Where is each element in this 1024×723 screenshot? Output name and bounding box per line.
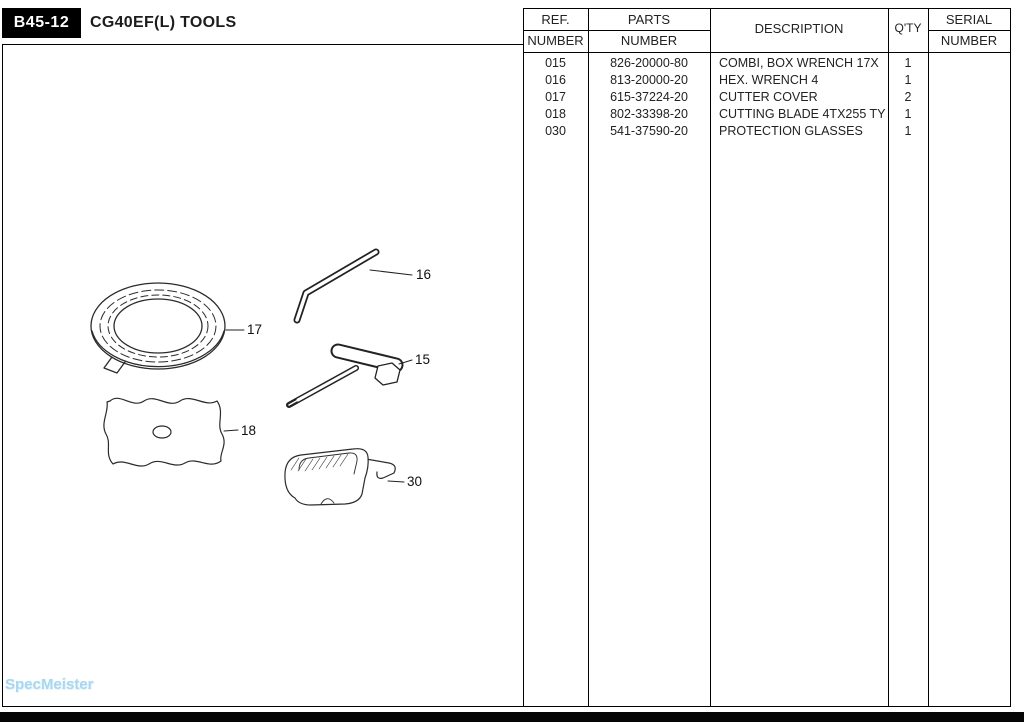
ref-cell: 030 — [545, 123, 566, 138]
page-code: B45-12 — [13, 14, 70, 31]
part-number-cell: 541-37590-20 — [610, 123, 688, 138]
description-cell: COMBI, BOX WRENCH 17X — [719, 55, 879, 70]
table-row: 017 615-37224-20 CUTTER COVER 2 — [523, 88, 1010, 105]
description-cell: PROTECTION GLASSES — [719, 123, 863, 138]
table-row: 018 802-33398-20 CUTTING BLADE 4TX255 TY… — [523, 105, 1010, 122]
table-row: 016 813-20000-20 HEX. WRENCH 4 1 — [523, 71, 1010, 88]
tools-diagram — [90, 248, 413, 506]
serial-header-line2: NUMBER — [940, 33, 998, 48]
protection-glasses-drawing — [284, 448, 396, 506]
description-cell: CUTTING BLADE 4TX255 TY — [719, 106, 886, 121]
callout-label-protection-glasses: 30 — [407, 474, 423, 489]
column-divider-qty-serial — [928, 8, 929, 707]
table-left-border — [523, 8, 524, 707]
ref-cell: 017 — [545, 89, 566, 104]
ref-cell: 018 — [545, 106, 566, 121]
qty-cell: 1 — [904, 106, 912, 121]
column-divider-parts-description — [710, 8, 711, 707]
column-divider-description-qty — [888, 8, 889, 707]
callout-label-hex-wrench: 16 — [416, 267, 432, 282]
ref-header-line1: REF. — [541, 12, 570, 27]
table-row: 030 541-37590-20 PROTECTION GLASSES 1 — [523, 122, 1010, 139]
page-code-box: B45-12 — [2, 8, 81, 38]
page-bottom-border — [2, 706, 1011, 707]
footer-bar — [0, 712, 1024, 722]
qty-cell: 1 — [904, 55, 912, 70]
socket-wrench-drawing — [286, 343, 404, 408]
description-cell: CUTTER COVER — [719, 89, 818, 104]
callout-label-cutting-blade: 18 — [241, 423, 257, 438]
ref-cell: 016 — [545, 72, 566, 87]
description-header: DESCRIPTION — [754, 21, 844, 36]
column-divider-ref-parts — [588, 8, 589, 707]
qty-cell: 1 — [904, 72, 912, 87]
part-number-cell: 813-20000-20 — [610, 72, 688, 87]
ref-cell: 015 — [545, 55, 566, 70]
qty-cell: 1 — [904, 123, 912, 138]
qty-cell: 2 — [904, 89, 912, 104]
page-title: CG40EF(L) TOOLS — [90, 14, 237, 31]
callout-label-socket-wrench: 15 — [415, 352, 431, 367]
parts-header-line2: NUMBER — [620, 33, 678, 48]
ref-header-line2: NUMBER — [527, 33, 584, 48]
header-bottom-rule — [523, 52, 1011, 53]
table-top-border — [523, 8, 1011, 9]
page-left-border — [2, 44, 3, 707]
description-cell: HEX. WRENCH 4 — [719, 72, 819, 87]
hex-wrench-drawing — [293, 248, 380, 324]
callout-label-cutter-cover: 17 — [247, 322, 263, 337]
table-row: 015 826-20000-80 COMBI, BOX WRENCH 17X 1 — [523, 54, 1010, 71]
part-number-cell: 826-20000-80 — [610, 55, 688, 70]
title-underline — [2, 44, 523, 45]
watermark: SpecMeister — [5, 676, 94, 693]
cutter-cover-drawing — [90, 282, 226, 374]
cutting-blade-drawing — [103, 397, 225, 467]
parts-table-body: 015 826-20000-80 COMBI, BOX WRENCH 17X 1… — [523, 54, 1010, 139]
parts-header-line1: PARTS — [627, 12, 671, 27]
qty-header: Q'TY — [894, 21, 922, 35]
serial-header-line1: SERIAL — [945, 12, 993, 27]
part-number-cell: 802-33398-20 — [610, 106, 688, 121]
table-right-border — [1010, 8, 1011, 707]
part-number-cell: 615-37224-20 — [610, 89, 688, 104]
header-mid-rule-right — [928, 30, 1011, 31]
callout-leader-lines — [223, 269, 413, 483]
header-mid-rule-left — [523, 30, 711, 31]
